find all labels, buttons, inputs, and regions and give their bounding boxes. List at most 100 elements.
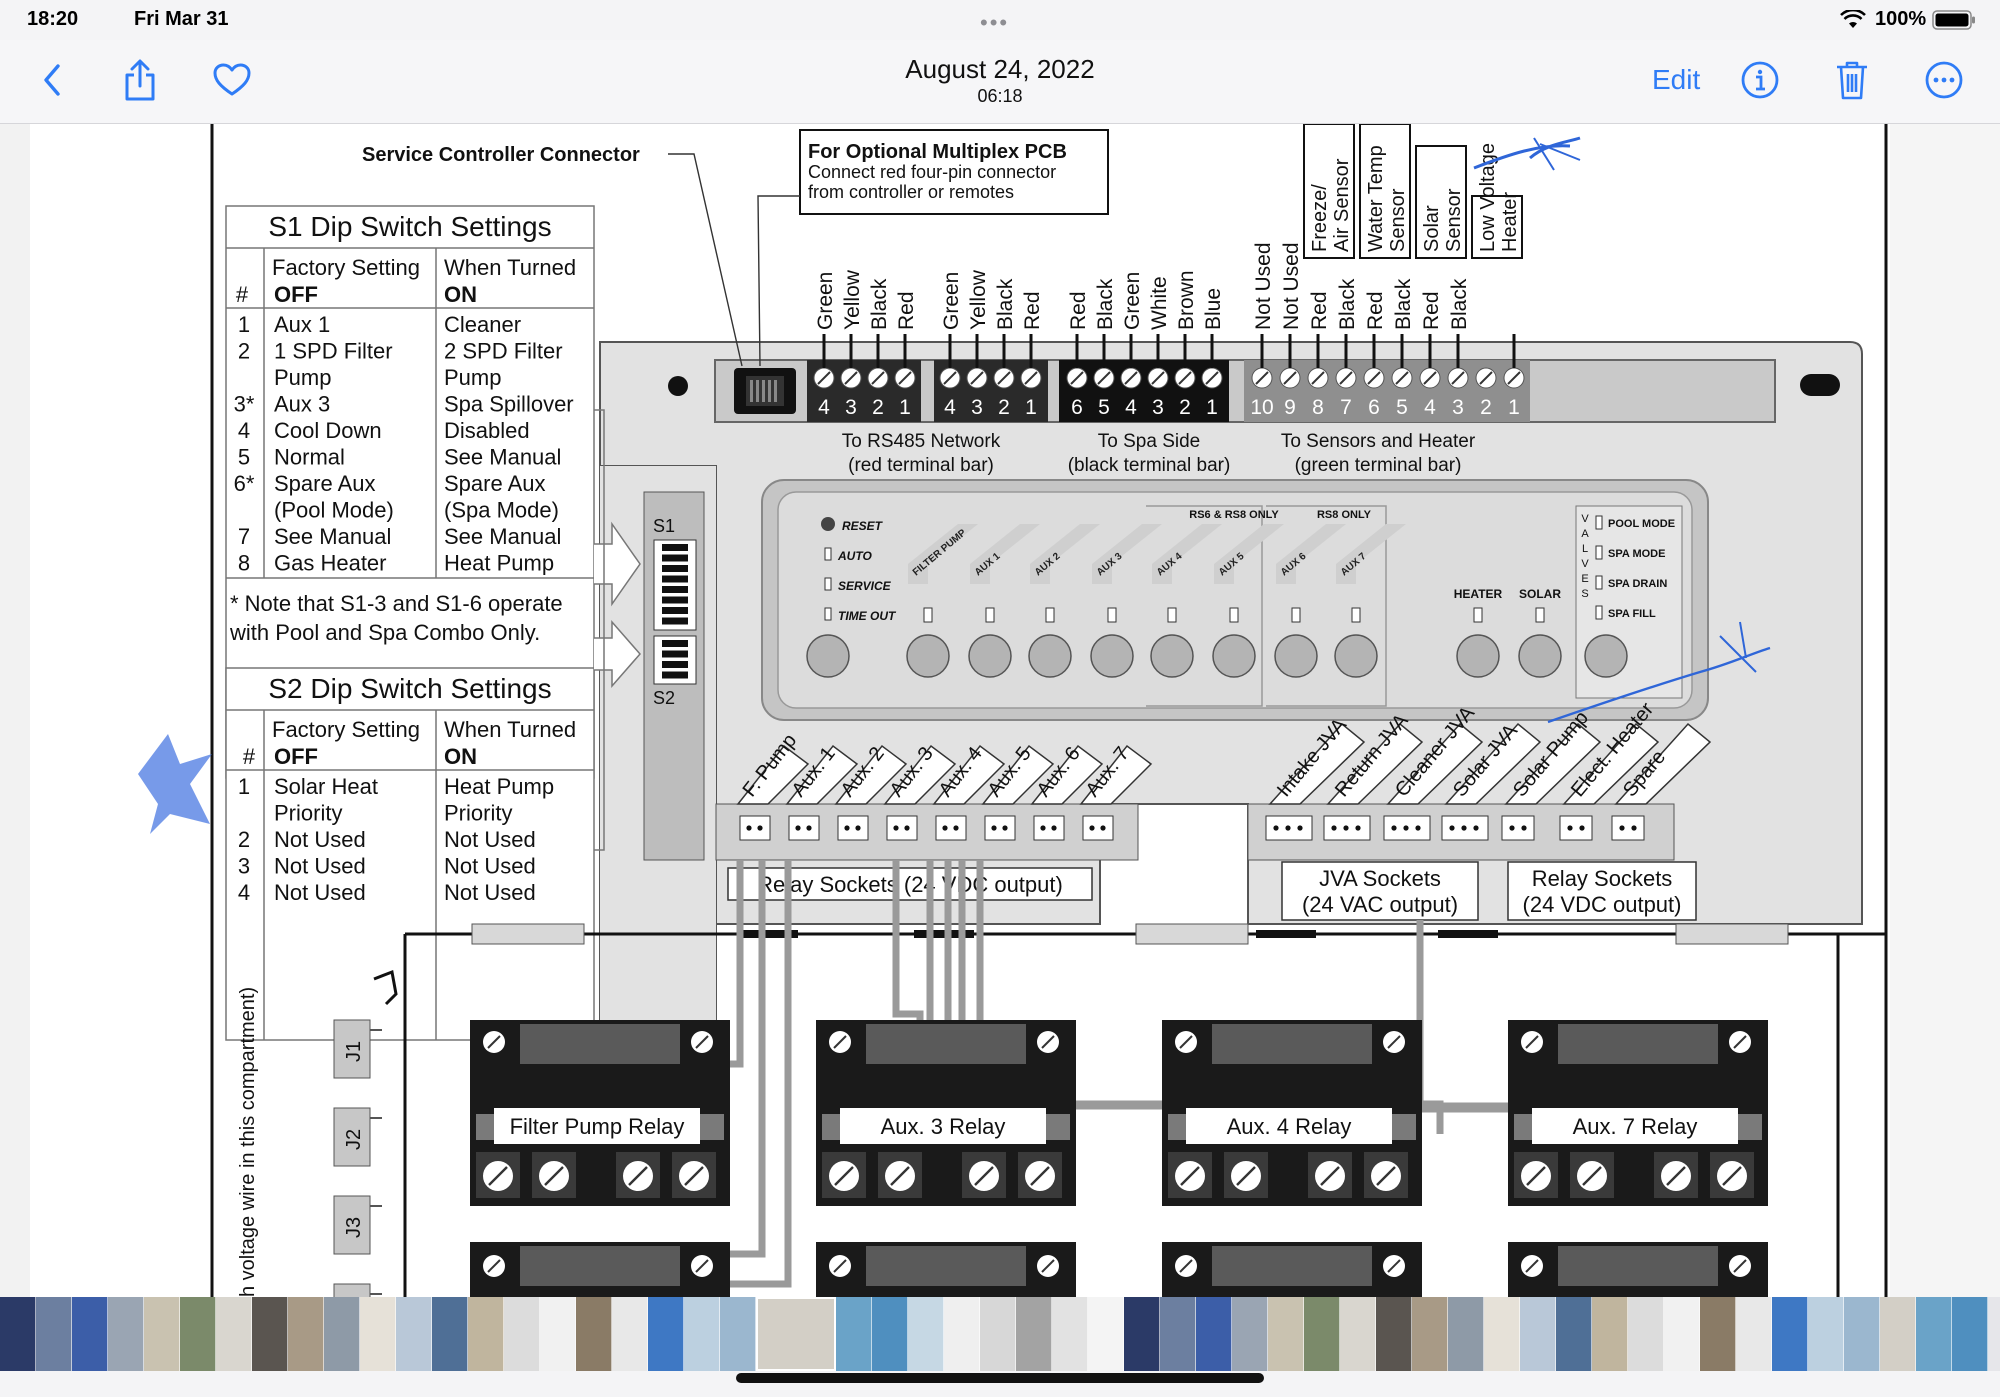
filmstrip-thumbnail[interactable]: [612, 1297, 648, 1371]
filmstrip-thumbnail[interactable]: [108, 1297, 144, 1371]
filmstrip-thumbnail[interactable]: [1520, 1297, 1556, 1371]
filmstrip-thumbnail[interactable]: [980, 1297, 1016, 1371]
filmstrip-thumbnail[interactable]: [720, 1297, 756, 1371]
photo-filmstrip[interactable]: [0, 1297, 2000, 1371]
filmstrip-thumbnail[interactable]: [1340, 1297, 1376, 1371]
filmstrip-thumbnail[interactable]: [1556, 1297, 1592, 1371]
relay-label-box: [1532, 1108, 1738, 1144]
multitasking-dots-icon[interactable]: •••: [980, 10, 1010, 35]
spa-pin-number: 2: [1179, 396, 1191, 419]
filmstrip-thumbnail[interactable]: [1304, 1297, 1340, 1371]
back-button[interactable]: [30, 58, 74, 102]
filmstrip-thumbnail[interactable]: [1376, 1297, 1412, 1371]
dip-row-number: 3: [238, 854, 250, 879]
filmstrip-thumbnail[interactable]: [648, 1297, 684, 1371]
filmstrip-thumbnail[interactable]: [576, 1297, 612, 1371]
dip-row-number: 7: [238, 524, 250, 549]
filmstrip-thumbnail[interactable]: [1736, 1297, 1772, 1371]
dip-row-factory: Pump: [274, 365, 331, 390]
sensor-group-box: [1303, 124, 1355, 259]
filmstrip-thumbnail[interactable]: [684, 1297, 720, 1371]
filmstrip-thumbnail[interactable]: [1052, 1297, 1088, 1371]
filmstrip-thumbnail[interactable]: [1268, 1297, 1304, 1371]
filmstrip-thumbnail[interactable]: [756, 1297, 836, 1371]
filmstrip-thumbnail[interactable]: [324, 1297, 360, 1371]
filmstrip-thumbnail[interactable]: [216, 1297, 252, 1371]
filmstrip-thumbnail[interactable]: [1160, 1297, 1196, 1371]
dip-row-number: 6*: [234, 471, 255, 496]
filmstrip-thumbnail[interactable]: [396, 1297, 432, 1371]
rs485-label: To RS485 Network: [842, 431, 1001, 452]
relay-label: Aux. 7 Relay: [1573, 1114, 1698, 1139]
dip-row-on: Cleaner: [444, 312, 521, 337]
filmstrip-thumbnail[interactable]: [1232, 1297, 1268, 1371]
delete-button[interactable]: [1830, 58, 1874, 102]
filmstrip-thumbnail[interactable]: [1592, 1297, 1628, 1371]
sensors-sublabel: (green terminal bar): [1295, 455, 1462, 476]
s2-dip-switch: [662, 671, 688, 679]
filmstrip-thumbnail[interactable]: [252, 1297, 288, 1371]
filmstrip-thumbnail[interactable]: [0, 1297, 36, 1371]
favorite-button[interactable]: [210, 58, 254, 102]
svg-text:OFF: OFF: [274, 744, 318, 769]
svg-text:SOLAR: SOLAR: [1519, 587, 1561, 601]
home-indicator[interactable]: [736, 1373, 1264, 1383]
filmstrip-thumbnail[interactable]: [72, 1297, 108, 1371]
filmstrip-thumbnail[interactable]: [1844, 1297, 1880, 1371]
filmstrip-thumbnail[interactable]: [1196, 1297, 1232, 1371]
filmstrip-thumbnail[interactable]: [1412, 1297, 1448, 1371]
sensor-wire-label: Black: [1392, 278, 1415, 330]
sensor-pin-number: 6: [1368, 396, 1380, 419]
filmstrip-thumbnail[interactable]: [944, 1297, 980, 1371]
filmstrip-thumbnail[interactable]: [1016, 1297, 1052, 1371]
edit-button[interactable]: Edit: [1652, 64, 1701, 95]
filmstrip-thumbnail[interactable]: [504, 1297, 540, 1371]
filmstrip-thumbnail[interactable]: [144, 1297, 180, 1371]
filmstrip-thumbnail[interactable]: [1628, 1297, 1664, 1371]
trash-icon: [1837, 61, 1867, 100]
svg-text:Solar: Solar: [1421, 205, 1443, 252]
dip-row-factory: Cool Down: [274, 418, 382, 443]
info-button[interactable]: [1738, 58, 1782, 102]
filmstrip-thumbnail[interactable]: [288, 1297, 324, 1371]
keypad-button: [1212, 634, 1256, 678]
svg-text:S: S: [1581, 588, 1588, 600]
rs485a-wire-label: Yellow: [841, 269, 864, 330]
svg-text:L: L: [1582, 543, 1588, 555]
more-button[interactable]: [1922, 58, 1966, 102]
filmstrip-thumbnail[interactable]: [1916, 1297, 1952, 1371]
filmstrip-thumbnail[interactable]: [180, 1297, 216, 1371]
filmstrip-thumbnail[interactable]: [1124, 1297, 1160, 1371]
heart-icon: [213, 63, 251, 96]
filmstrip-thumbnail[interactable]: [1448, 1297, 1484, 1371]
filmstrip-thumbnail[interactable]: [1484, 1297, 1520, 1371]
relay-label: Filter Pump Relay: [510, 1114, 685, 1139]
share-button[interactable]: [118, 58, 162, 102]
filmstrip-thumbnail[interactable]: [540, 1297, 576, 1371]
svg-text:RS8 ONLY: RS8 ONLY: [1317, 509, 1372, 521]
filmstrip-thumbnail[interactable]: [872, 1297, 908, 1371]
dip-row-on: Priority: [444, 801, 512, 826]
filmstrip-thumbnail[interactable]: [1880, 1297, 1916, 1371]
filmstrip-thumbnail[interactable]: [908, 1297, 944, 1371]
filmstrip-thumbnail[interactable]: [1088, 1297, 1124, 1371]
filmstrip-thumbnail[interactable]: [1700, 1297, 1736, 1371]
filmstrip-thumbnail[interactable]: [1772, 1297, 1808, 1371]
dip-row-number: 8: [238, 551, 250, 576]
dip-row-factory: Solar Heat: [274, 774, 378, 799]
valve-mode-label: SPA FILL: [1608, 608, 1656, 620]
s1-title: S1 Dip Switch Settings: [268, 211, 551, 242]
filmstrip-thumbnail[interactable]: [836, 1297, 872, 1371]
s2-switch-label: S2: [653, 688, 675, 708]
filmstrip-thumbnail[interactable]: [1952, 1297, 1988, 1371]
dip-row-factory: Priority: [274, 801, 342, 826]
relay-label: Aux. 3 Relay: [881, 1114, 1006, 1139]
filmstrip-thumbnail[interactable]: [468, 1297, 504, 1371]
filmstrip-thumbnail[interactable]: [1808, 1297, 1844, 1371]
filmstrip-thumbnail[interactable]: [1664, 1297, 1700, 1371]
filmstrip-thumbnail[interactable]: [432, 1297, 468, 1371]
filmstrip-thumbnail[interactable]: [36, 1297, 72, 1371]
filmstrip-thumbnail[interactable]: [360, 1297, 396, 1371]
